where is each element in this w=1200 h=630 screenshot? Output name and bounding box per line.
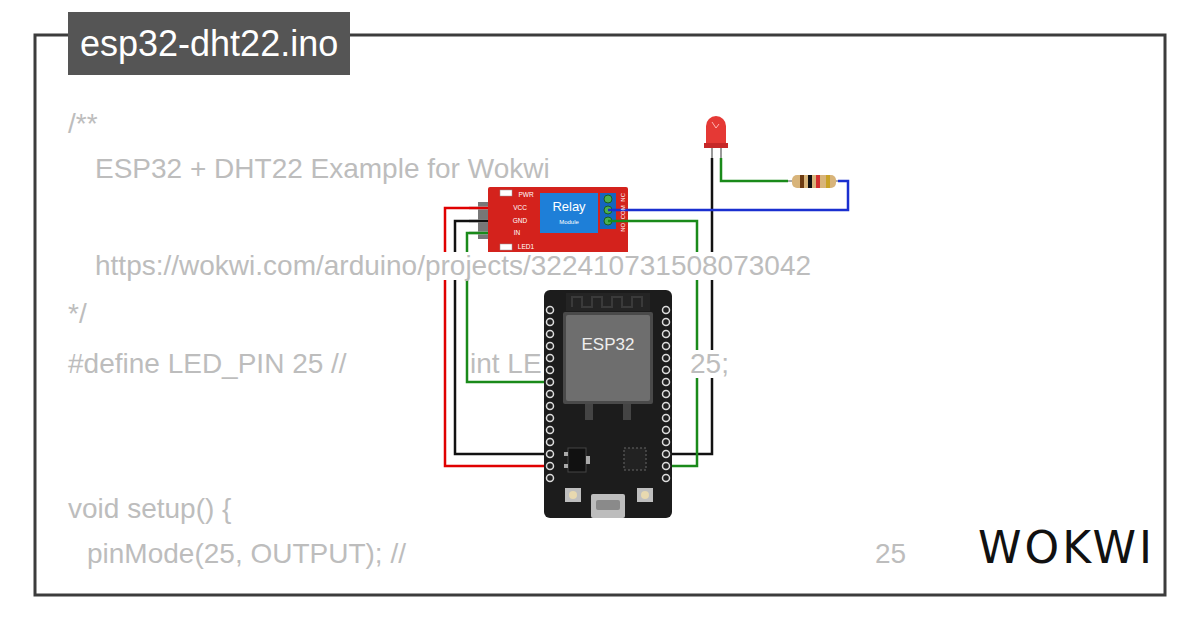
header-pin: [547, 463, 554, 470]
wire: [445, 208, 544, 466]
header-pin: [547, 355, 554, 362]
header-pin: [663, 319, 670, 326]
module-label: NO: [620, 223, 627, 232]
relay-module-body: [469, 187, 628, 255]
module-label: COM: [620, 205, 627, 219]
code-line: pinMode(25, OUTPUT); //: [87, 540, 406, 568]
header-pin: [663, 367, 670, 374]
led-resistor-wire: [721, 158, 788, 181]
module-label: NC: [620, 193, 627, 202]
header-pin: [547, 319, 554, 326]
header-pin: [663, 379, 670, 386]
header-pin: [663, 463, 670, 470]
header-pin: [663, 415, 670, 422]
header-pin: [547, 475, 554, 482]
resistor-relay-wire: [608, 181, 848, 210]
module-label: PWR: [518, 191, 533, 198]
esp32-board-body: [544, 290, 672, 518]
header-pin: [547, 379, 554, 386]
code-line: int LE: [470, 350, 542, 378]
header-pin: [547, 415, 554, 422]
brand-logo: WOKWI: [978, 524, 1155, 572]
header-pin: [663, 331, 670, 338]
chip-label: ESP32: [582, 336, 635, 355]
code-line: 25: [875, 540, 906, 568]
relay-module: PWR VCC GND IN LED1 RelayModule NC COM NO: [488, 187, 628, 255]
code-line: #define LED_PIN 25 //: [68, 350, 347, 378]
header-pin: [663, 439, 670, 446]
header-pin: [547, 439, 554, 446]
code-line: void setup() {: [68, 495, 231, 523]
header-pin: [547, 307, 554, 314]
header-pin: [547, 451, 554, 458]
header-pin: [547, 427, 554, 434]
code-line: ESP32 + DHT22 Example for Wokwi: [95, 155, 550, 183]
module-label: GND: [513, 217, 527, 224]
header-pin: [547, 367, 554, 374]
module-label: LED1: [518, 243, 534, 250]
panel-frame: [35, 35, 1165, 595]
code-line: */: [68, 300, 87, 328]
module-label: Relay: [552, 200, 585, 214]
led-ground-wire: [672, 158, 712, 454]
header-pin: [663, 355, 670, 362]
led-symbol: [704, 116, 728, 158]
file-tab-title: esp32-dht22.ino: [68, 12, 350, 75]
header-pin: [663, 427, 670, 434]
header-pin: [663, 451, 670, 458]
code-line: https://wokwi.com/arduino/projects/32241…: [95, 252, 811, 280]
header-pin: [547, 391, 554, 398]
code-line: 25;: [690, 350, 729, 378]
module-label: VCC: [513, 204, 527, 211]
module-label: Module: [559, 219, 579, 226]
resistor-symbol: [786, 175, 840, 188]
header-pin: [547, 403, 554, 410]
header-pin: [663, 307, 670, 314]
terminal-stub-wire: [608, 220, 628, 223]
header-pin: [547, 331, 554, 338]
code-line: /**: [68, 110, 98, 138]
header-pin: [663, 343, 670, 350]
header-pin: [547, 343, 554, 350]
header-pin: [663, 391, 670, 398]
header-pin: [663, 475, 670, 482]
module-label: IN: [514, 229, 521, 236]
header-pin: [663, 403, 670, 410]
esp32-board: ESP32: [544, 290, 672, 518]
